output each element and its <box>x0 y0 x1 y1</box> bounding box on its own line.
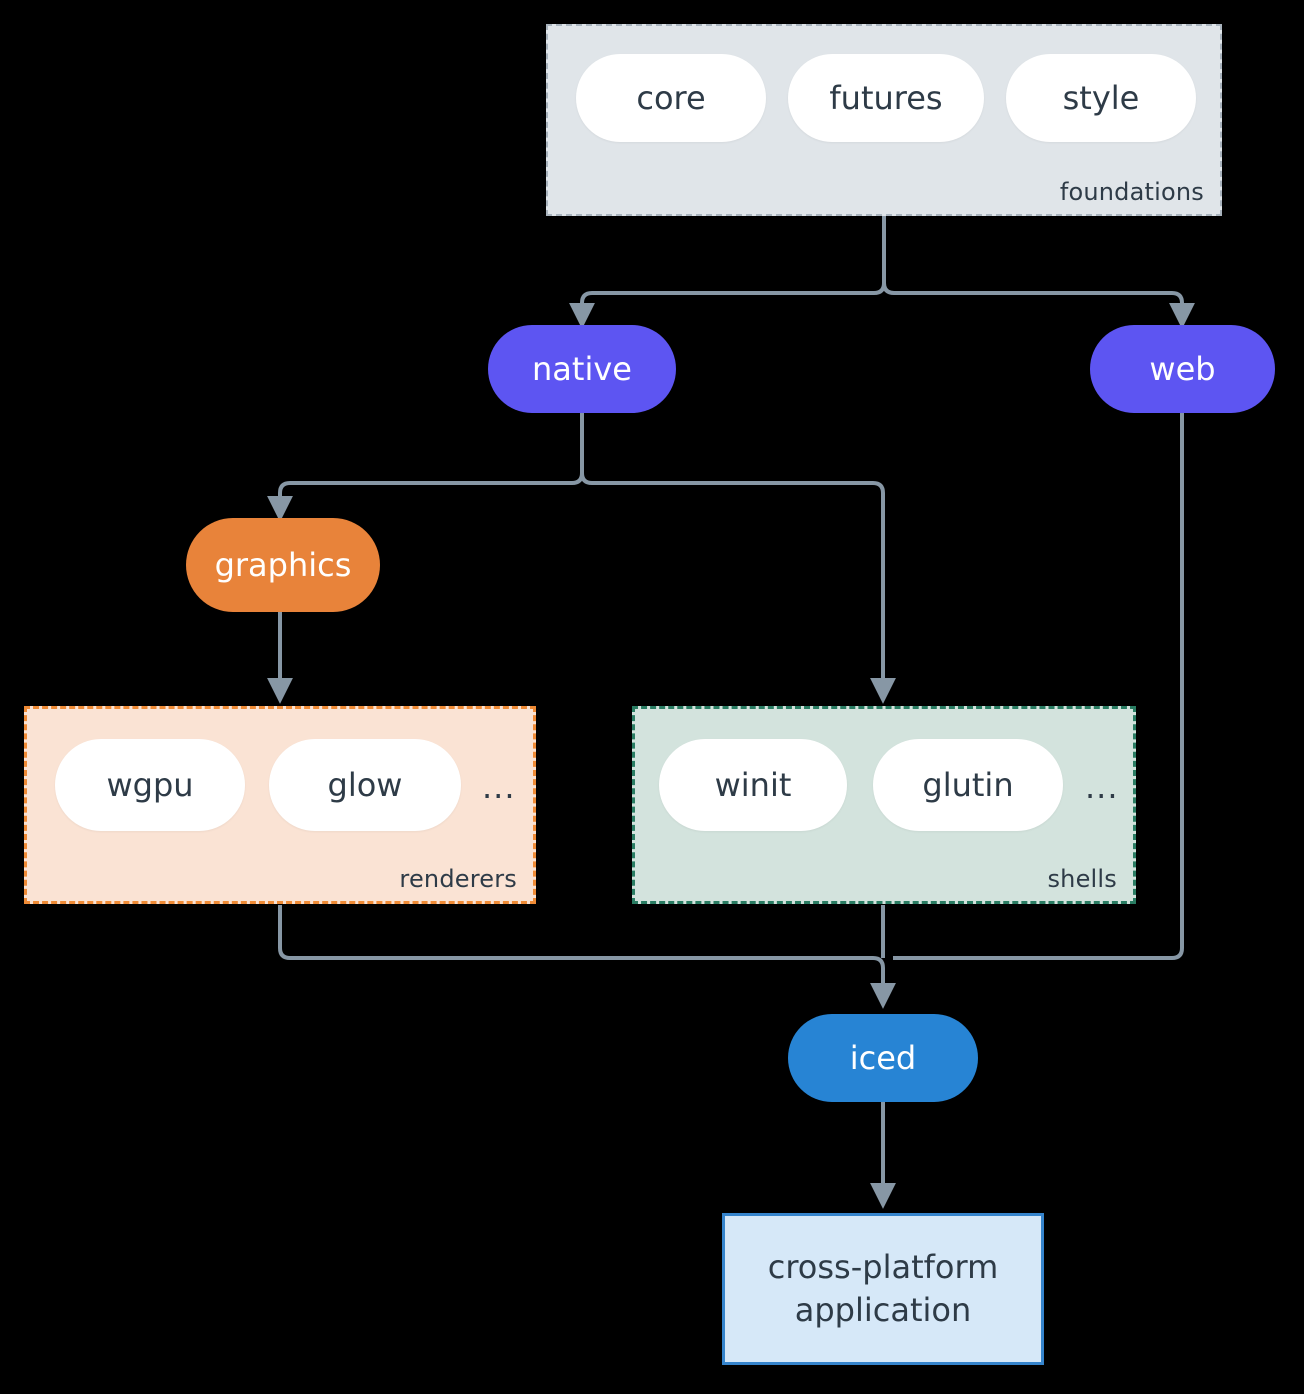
shells-overflow-ellipsis: ... <box>1085 768 1119 806</box>
edge-foundations-native <box>569 216 886 329</box>
group-foundations-label: foundations <box>1059 178 1204 206</box>
group-shells-label: shells <box>1047 865 1117 893</box>
node-futures[interactable]: futures <box>788 54 984 142</box>
node-wgpu-label: wgpu <box>106 766 194 804</box>
group-shells: winit glutin ... shells <box>632 706 1136 904</box>
node-glutin[interactable]: glutin <box>873 739 1063 831</box>
application-label-line1: cross-platform <box>767 1247 999 1286</box>
renderers-overflow-ellipsis: ... <box>482 768 516 806</box>
node-graphics-label: graphics <box>214 546 352 584</box>
group-renderers-label: renderers <box>399 865 517 893</box>
node-native[interactable]: native <box>488 325 676 413</box>
node-core-label: core <box>636 79 706 117</box>
node-style-label: style <box>1062 79 1140 117</box>
edge-native-shells <box>580 472 896 704</box>
node-glow-label: glow <box>327 766 403 804</box>
edge-renderers-iced <box>278 905 896 1009</box>
node-style[interactable]: style <box>1006 54 1196 142</box>
node-glutin-label: glutin <box>922 766 1014 804</box>
node-wgpu[interactable]: wgpu <box>55 739 245 831</box>
node-native-label: native <box>532 350 632 388</box>
application-label-line2: application <box>794 1291 972 1329</box>
edge-web-iced <box>893 413 1184 960</box>
node-iced[interactable]: iced <box>788 1014 978 1102</box>
node-winit-label: winit <box>714 766 792 804</box>
node-futures-label: futures <box>829 79 943 117</box>
group-foundations: core futures style foundations <box>546 24 1222 216</box>
edge-foundations-web <box>882 282 1195 329</box>
node-glow[interactable]: glow <box>269 739 461 831</box>
node-winit[interactable]: winit <box>659 739 847 831</box>
group-renderers: wgpu glow ... renderers <box>24 706 536 904</box>
node-cross-platform-application[interactable]: cross-platform application <box>722 1213 1044 1365</box>
node-web[interactable]: web <box>1090 325 1275 413</box>
node-graphics[interactable]: graphics <box>186 518 380 612</box>
edge-native-graphics <box>267 413 584 522</box>
node-core[interactable]: core <box>576 54 766 142</box>
node-iced-label: iced <box>849 1039 917 1077</box>
node-web-label: web <box>1149 350 1216 388</box>
